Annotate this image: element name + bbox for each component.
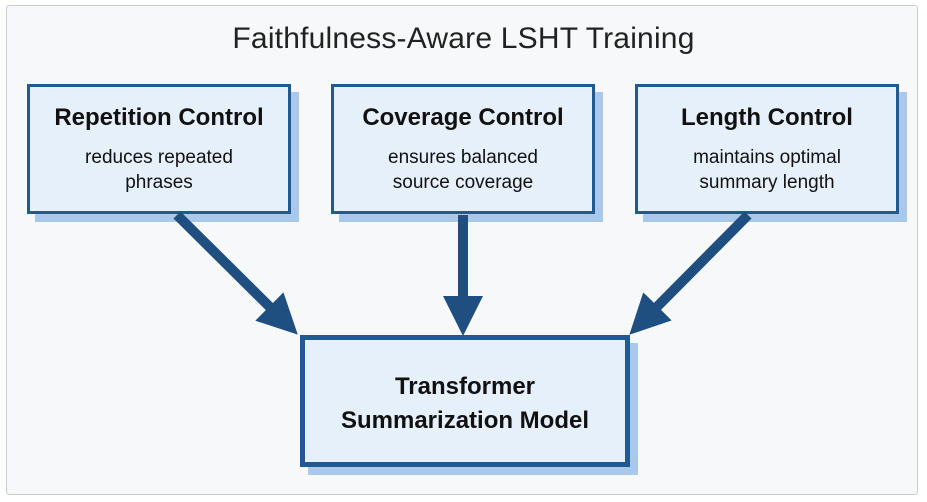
diagram-title: Faithfulness-Aware LSHT Training bbox=[232, 22, 695, 55]
repetition-control-title: Repetition Control bbox=[54, 104, 264, 131]
length-control-title: Length Control bbox=[681, 104, 853, 131]
length-control-desc: maintains optimal summary length bbox=[693, 147, 841, 193]
coverage-control-box: Coverage Control ensures balanced source… bbox=[331, 84, 595, 214]
length-control-box: Length Control maintains optimal summary… bbox=[635, 84, 899, 214]
arrow-length-to-model bbox=[629, 211, 752, 335]
coverage-control-desc: ensures balanced source coverage bbox=[388, 147, 538, 193]
repetition-control-box: Repetition Control reduces repeated phra… bbox=[27, 84, 291, 214]
arrow-repetition-to-model bbox=[173, 211, 298, 335]
model-title-line2: Summarization Model bbox=[340, 407, 590, 434]
model-box: Transformer Summarization Model bbox=[300, 335, 630, 467]
repetition-control-desc: reduces repeated phrases bbox=[85, 147, 233, 193]
coverage-control-title: Coverage Control bbox=[362, 104, 564, 131]
model-title-line1: Transformer bbox=[394, 373, 536, 400]
